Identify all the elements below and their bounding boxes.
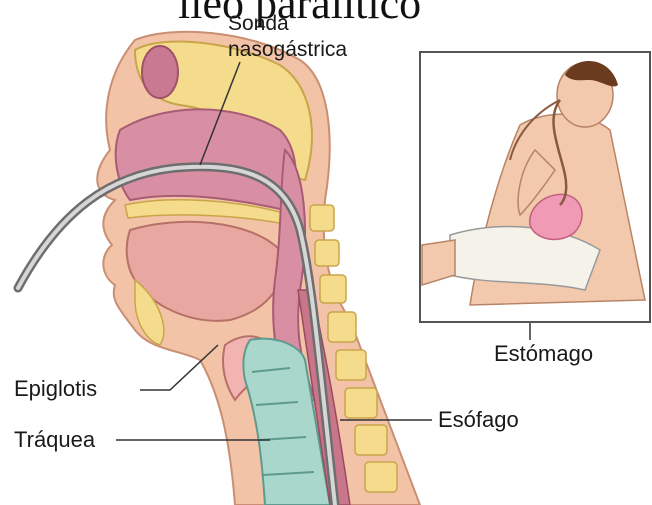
- label-sonda-line2: nasogástrica: [228, 38, 347, 62]
- nasal-cavity: [116, 109, 296, 210]
- label-estomago: Estómago: [494, 342, 593, 366]
- label-esofago: Esófago: [438, 408, 519, 432]
- label-epiglotis: Epiglotis: [14, 377, 97, 401]
- inset-panel: [420, 52, 650, 322]
- frontal-sinus: [142, 46, 178, 98]
- label-sonda-line1: Sonda: [228, 12, 289, 36]
- label-traquea: Tráquea: [14, 428, 95, 452]
